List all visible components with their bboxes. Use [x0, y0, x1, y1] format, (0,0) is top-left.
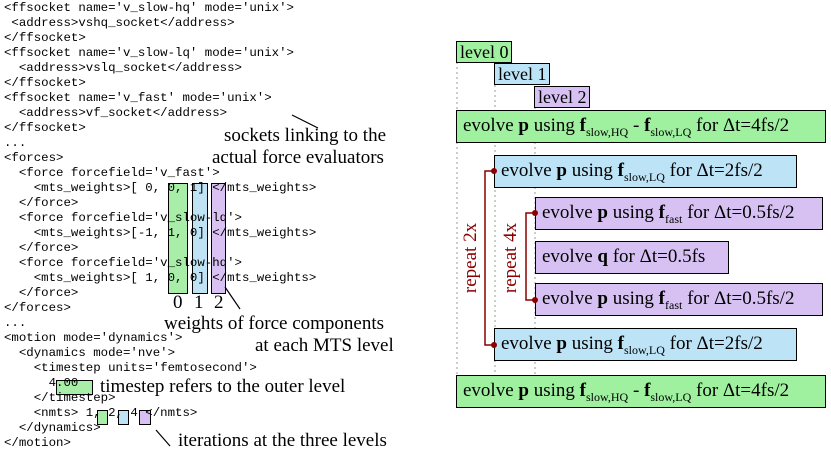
code-line: <ffsocket name='v_slow-lq' mode='unix'> [4, 46, 294, 60]
code-line: </motion> [4, 436, 71, 450]
code-line: </ffsocket> [4, 76, 86, 90]
annotation-timestep: timestep refers to the outer level [100, 376, 346, 397]
level-index-2: 2 [214, 292, 224, 313]
repeat-4x-start-dot [532, 210, 538, 216]
code-line: </force> [4, 196, 79, 210]
code-line: </ffsocket> [4, 121, 86, 135]
repeat-4x-end-dot [532, 297, 538, 303]
level-guides [456, 62, 536, 375]
code-line: <mts_weights>[ 0, 0, 1] </mts_weights> [4, 181, 317, 195]
code-line: <nmts> 1, 2, 4 </nmts> [4, 406, 198, 420]
code-line: <force forcefield='v_fast'> [4, 166, 220, 180]
code-line: <ffsocket name='v_fast' mode='unix'> [4, 91, 272, 105]
repeat-2x-label: repeat 2x [460, 222, 481, 294]
weights-column-level0 [168, 183, 188, 294]
level-1-tag: level 1 [494, 63, 551, 85]
repeat-brackets [484, 168, 538, 348]
nmts-highlight-level2 [139, 410, 151, 425]
code-line: <address>vslq_socket</address> [4, 61, 242, 75]
step-inner-top: evolve p using ffast for Δt=0.5fs/2 [535, 197, 823, 230]
mts-diagram: level 0 level 1 level 2 evolve p using f… [450, 0, 831, 460]
code-line: <timestep units='femtosecond'> [4, 361, 257, 375]
level-2-tag: level 2 [534, 86, 591, 108]
step-mid-bottom: evolve p using fslow,LQ for Δt=2fs/2 [494, 328, 797, 361]
code-line: <mts_weights>[ 1, 0, 0] </mts_weights> [4, 271, 317, 285]
code-line: <forces> [4, 151, 64, 165]
code-line: <ffsocket name='v_slow-hq' mode='unix'> [4, 1, 294, 15]
step-outer-bottom: evolve p using fslow,HQ - fslow,LQ for Δ… [456, 375, 826, 408]
code-line: ... [4, 136, 27, 150]
level-0-tag: level 0 [456, 41, 513, 63]
step-inner-q: evolve q for Δt=0.5fs [535, 241, 729, 274]
repeat-2x-end-dot [491, 342, 497, 348]
code-line: <force forcefield='v_slow-lq'> [4, 211, 242, 225]
code-line: <dynamics mode='nve'> [4, 346, 176, 360]
level-index-1: 1 [194, 292, 204, 313]
code-line: </force> [4, 286, 79, 300]
code-line: <address>vshq_socket</address> [4, 16, 235, 30]
code-listing: <ffsocket name='v_slow-hq' mode='unix'> … [4, 1, 317, 450]
weights-column-level2 [211, 183, 226, 294]
code-line: <force forcefield='v_slow-hq'> [4, 256, 242, 270]
annotation-sockets-line2: actual force evaluators [212, 147, 384, 168]
step-outer-top: evolve p using fslow,HQ - fslow,LQ for Δ… [456, 110, 826, 143]
code-line: </dynamics> [4, 421, 101, 435]
code-line: </forces> [4, 301, 71, 315]
code-line: </ffsocket> [4, 31, 86, 45]
weights-column-level1 [192, 183, 208, 294]
nmts-highlight-level0 [97, 410, 108, 425]
annotation-weights-line2: at each MTS level [255, 335, 394, 356]
code-line: </force> [4, 241, 79, 255]
code-line: 4.00 [4, 376, 79, 390]
timestep-highlight [56, 380, 93, 395]
code-line: <mts_weights>[-1, 1, 0] </mts_weights> [4, 226, 317, 240]
annotation-iterations: iterations at the three levels [178, 430, 387, 451]
annotation-sockets-line1: sockets linking to the [224, 125, 387, 146]
repeat-4x-label: repeat 4x [500, 222, 521, 294]
step-inner-bottom: evolve p using ffast for Δt=0.5fs/2 [535, 283, 823, 316]
annotation-weights-line1: weights of force components [164, 313, 385, 334]
level-index-0: 0 [173, 292, 183, 313]
code-line: ... [4, 316, 27, 330]
annotation-leaders [155, 114, 319, 447]
code-line: <motion mode='dynamics'> [4, 331, 183, 345]
nmts-highlight-level1 [118, 410, 129, 425]
repeat-2x-start-dot [491, 168, 497, 174]
step-mid-top: evolve p using fslow,LQ for Δt=2fs/2 [494, 155, 797, 188]
code-line: </timestep> [4, 391, 116, 405]
code-line: <address>vf_socket</address> [4, 106, 228, 120]
